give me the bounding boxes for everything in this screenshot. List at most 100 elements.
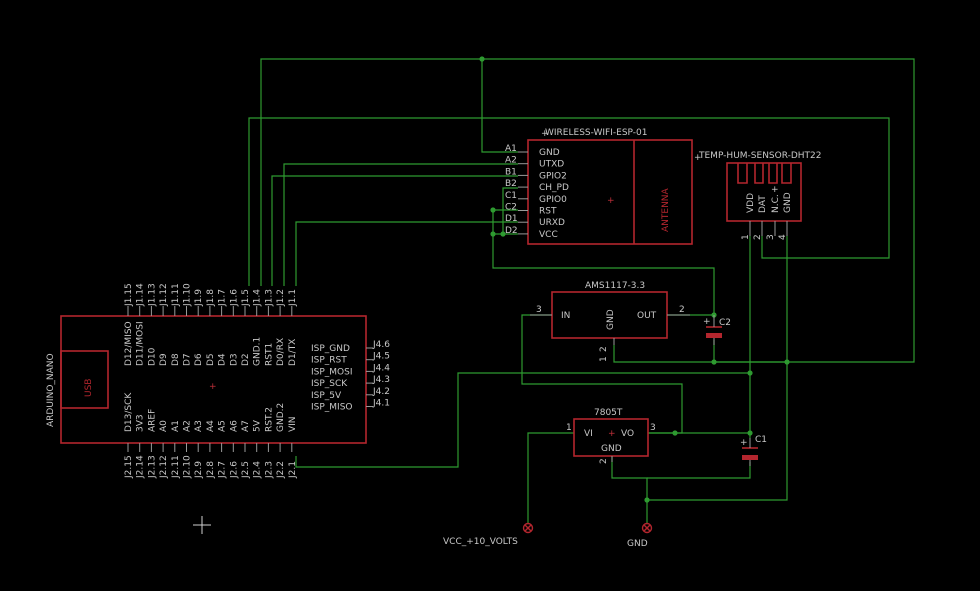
nano-bottom-pin-id: J2.5 [241,461,251,479]
esp01-module[interactable]: WIRELESS-WIFI-ESP-01 ANTENNA GNDA1UTXDA2… [505,128,702,245]
c2-label: C2 [719,318,731,328]
nano-top-pin-label: D12/MISO [124,321,134,366]
7805-pin-gnd: 2 [599,458,609,464]
nano-top-pin-label: D8 [171,353,181,366]
nano-bottom-pin-label: 3V3 [136,414,146,432]
nano-isp-label: ISP_5V [311,391,342,401]
nano-top-pin-id: J1.14 [136,283,146,307]
7805-name: 7805T [594,408,623,418]
nano-top-pin-label: D2 [241,353,251,366]
esp01-antenna-label: ANTENNA [661,187,671,232]
nano-top-pin-id: J1.11 [171,283,181,307]
dht22-pin-label: VDD [746,193,756,213]
c1-plus: + [740,438,748,448]
nano-top-pin-id: J1.8 [206,289,216,307]
nano-bottom-pin-label: A0 [159,420,169,432]
esp01-pin-label: GND [539,148,560,158]
nano-bottom-pin-label: RST.2 [264,407,274,432]
nano-top-pin-id: J1.5 [241,289,251,307]
dht22-pin-number: 1 [741,234,751,240]
7805-pin-vo: 3 [650,423,656,433]
nano-bottom-pin-label: D13/SCK [124,392,134,432]
nano-top-pin-label: D5 [206,353,216,366]
capacitor-c2[interactable]: C2 + [703,315,731,345]
nano-isp-pin-id: J4.6 [372,340,390,350]
c2-plus: + [703,317,711,327]
nano-isp-label: ISP_GND [311,344,350,354]
nano-isp-pin-id: J4.5 [372,352,390,362]
esp01-plus-mark-right: + [694,153,702,163]
ams1117-gnd-label: GND [606,309,616,330]
nano-bottom-pin-id: J2.2 [276,461,286,479]
nano-bottom-pin-label: 5V [253,419,263,432]
dht22-pin-label: DAT [758,195,768,213]
esp01-conn-label: B2 [505,179,517,189]
regulator-7805[interactable]: 7805T VI VO GND 1 3 2 + [566,408,656,464]
nano-bottom-pin-id: J2.3 [264,461,274,479]
esp01-pin-label: VCC [539,230,558,240]
nano-bottom-pin-id: J2.8 [206,461,216,479]
7805-vo-label: VO [621,429,634,439]
esp01-conn-label: A1 [505,144,517,154]
esp01-name: WIRELESS-WIFI-ESP-01 [545,128,647,138]
dht22-pin-label: N.C. [771,194,781,213]
nano-bottom-pin-id: J2.4 [253,461,263,479]
ams1117-pin-gnd-b: 2 [599,346,609,352]
ams1117-regulator[interactable]: AMS1117-3.3 IN GND OUT 3 2 1 2 [530,281,690,362]
nano-bottom-pin-id: J2.10 [183,455,193,479]
nano-top-pin-id: J1.9 [194,289,204,307]
dht22-name: TEMP-HUM-SENSOR-DHT22 [698,151,822,161]
ams1117-pin-in: 3 [536,305,542,315]
crosshair-cursor-icon [193,516,211,534]
nano-bottom-pin-label: A6 [229,420,239,432]
esp01-pin-label: RST [539,207,557,217]
esp01-conn-label: D1 [505,214,518,224]
nano-top-pin-label: D4 [218,353,228,366]
nano-top-pin-label: D7 [183,353,193,366]
nano-bottom-pin-label: AREF [147,409,157,432]
nano-top-pin-id: J1.12 [159,283,169,307]
gnd-supply-label: GND [627,539,648,549]
nano-top-pin-label: D9 [159,353,169,366]
esp01-pin-label: GPIO2 [539,171,567,181]
dht22-plus: + [771,185,779,195]
nano-isp-label: ISP_MOSI [311,367,353,377]
nano-bottom-pin-id: J2.6 [229,461,239,479]
nano-top-pin-id: J1.2 [276,289,286,307]
7805-vi-label: VI [584,429,593,439]
nano-bottom-pin-label: GND.2 [276,403,286,432]
nano-top-pin-id: J1.7 [218,289,228,307]
arduino-nano-board[interactable]: USB ARDUINO_NANO + J1.15D12/MISOJ1.14D11… [46,283,390,479]
nano-top-pin-id: J1.3 [264,289,274,307]
dht22-pin-number: 3 [766,234,776,240]
nano-isp-label: ISP_RST [311,356,347,366]
nano-bottom-pin-label: A1 [171,420,181,432]
nano-bottom-pin-id: J2.15 [124,455,134,479]
nano-top-pin-id: J1.13 [147,283,157,307]
7805-gnd-label: GND [601,444,622,454]
nano-top-pin-id: J1.15 [124,283,134,307]
7805-origin-mark: + [608,429,616,439]
esp01-origin-mark: + [607,196,615,206]
ams1117-out-label: OUT [637,311,657,321]
dht22-sensor[interactable]: TEMP-HUM-SENSOR-DHT22 + VDD1DAT2N.C.3GND… [698,151,822,240]
capacitor-c1[interactable]: C1 + [740,435,767,466]
dht22-pin-number: 4 [778,234,788,240]
nano-bottom-pin-id: J2.9 [194,461,204,479]
vcc-supply-symbol[interactable]: VCC_+10_VOLTS [443,522,534,548]
gnd-supply-symbol[interactable]: GND [627,522,653,550]
nano-bottom-pin-label: A5 [218,420,228,432]
esp01-pin-label: URXD [539,218,565,228]
esp01-pins: GNDA1UTXDA2GPIO2B1CH_PDB2GPIO0C1RSTC2URX… [505,144,569,240]
nano-bottom-pin-label: VIN [288,416,298,432]
esp01-conn-label: A2 [505,156,517,166]
nano-top-pin-label: D10 [147,347,157,366]
nano-isp-pin-id: J4.4 [372,363,390,373]
nano-isp-label: ISP_MISO [311,403,353,413]
7805-pin-vi: 1 [566,423,572,433]
nano-top-pin-id: J1.10 [183,283,193,307]
nano-isp-pin-id: J4.3 [372,375,390,385]
nano-bottom-pin-label: A2 [183,420,193,432]
